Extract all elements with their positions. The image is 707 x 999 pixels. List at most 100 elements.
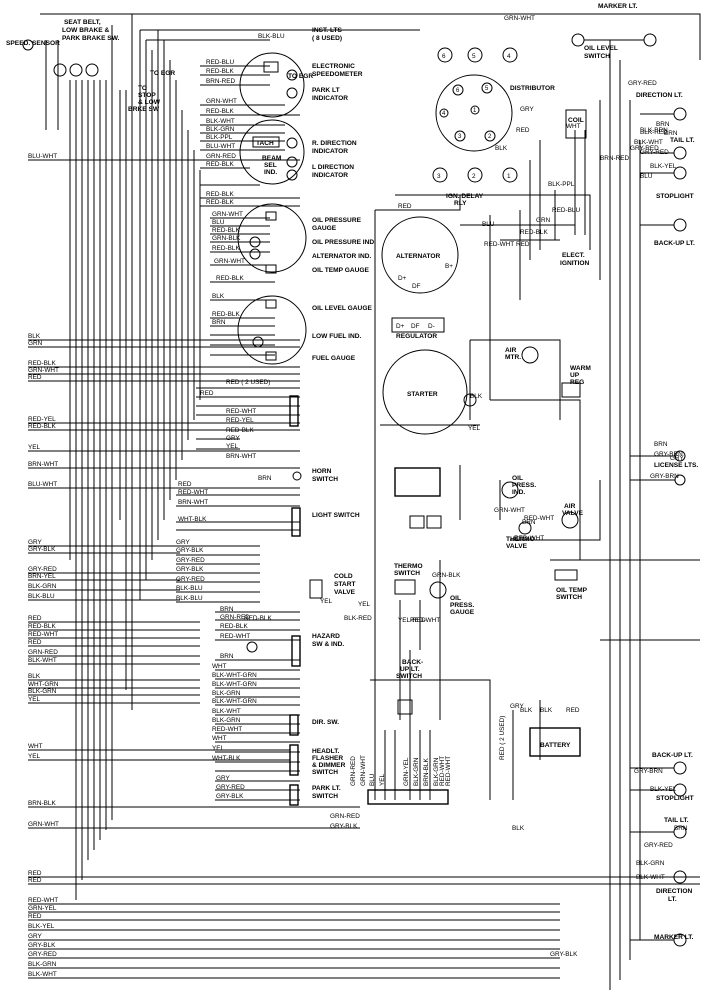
cluster-wire-label: BLK-PPL [206, 134, 233, 141]
starter-icon [382, 349, 468, 435]
relay-c2-box [426, 515, 442, 529]
right-wire-label: RED [516, 241, 530, 248]
connector-block [367, 789, 449, 805]
switch-wire-label: BLK-BLU [176, 595, 203, 602]
right-wire-label: RED-WHT [484, 241, 514, 248]
left-edge-wire-label: RED-BLK [28, 623, 56, 630]
cluster-wire-label: BLU [212, 219, 225, 226]
left-edge-wires [28, 159, 700, 979]
cluster-wire-label: BLK [212, 293, 225, 300]
back-up-lt-bottom-icon [673, 761, 687, 775]
component-labels: SPEED. SENSOR SEAT BELT,LOW BRAKE &PARK … [6, 3, 698, 941]
speedo-lamp-icon [286, 69, 298, 81]
tach-box [252, 136, 280, 148]
switch-wire-label: BLK-WHT-GRN [212, 698, 257, 705]
back-up-lt-switch-label: BACK-UP LT.SWITCH [396, 659, 423, 680]
fuse-block [394, 467, 441, 497]
headlight-switch-connector [289, 744, 299, 776]
cluster-wire-label: RED-BLK [206, 161, 234, 168]
cluster-wire-label: GRN-WHT [206, 98, 237, 105]
cluster-wire-label: RED-BLU [206, 59, 234, 66]
direction-lt-top-icon [673, 107, 687, 121]
inst-lts-label: INST. LTS( 8 USED) [312, 27, 343, 42]
coil-box [565, 109, 587, 139]
oil-pressure-bulb-icon [249, 236, 261, 248]
hazard-bulb-icon [246, 641, 258, 653]
thermo-valve-icon [518, 521, 532, 535]
wire-labels: BLU-WHT BLK GRN RED-BLK GRN-WHT RED RED-YEL RED… [28, 15, 688, 978]
regulator-box [391, 317, 445, 333]
dist-pin-2: 2 [472, 173, 476, 180]
red-2-used-battery-label: RED ( 2 USED) [499, 716, 506, 760]
left-edge-wire-label: RED-YEL [28, 416, 56, 423]
alternator-ind-label: ALTERNATOR IND. [312, 253, 372, 260]
cold-start-valve-icon [309, 579, 323, 599]
rotor-pin-4: 4 [442, 111, 446, 117]
switch-wire-label: RED-WHT [212, 726, 242, 733]
starter-solenoid-icon [463, 393, 477, 407]
connector-wire-label: GRN-WHT [360, 755, 367, 786]
oil-level-gauge-label: OIL LEVEL GAUGE [312, 305, 372, 312]
r-direction-bulb-icon [286, 137, 298, 149]
red-2-used-top-label: RED ( 2 USED) [226, 379, 270, 386]
left-edge-wire-label: GRY-RED [28, 566, 57, 573]
switch-wire-label: BLK-WHT-GRN [212, 681, 257, 688]
switch-boxes [246, 395, 302, 806]
switch-wire-label: RED [178, 481, 192, 488]
left-edge-wire-label: GRN-WHT [28, 821, 59, 828]
switch-wire-label: BRN [220, 653, 234, 660]
right-wire-label: GRY [510, 703, 524, 710]
cluster-wire-label: RED-BLK [206, 108, 234, 115]
oil-press-ind-icon [501, 481, 519, 499]
switch-wire-label: BLK [540, 707, 553, 714]
reg-term-dplus: D+ [396, 323, 405, 330]
switch-wire-label: BLK-GRN [212, 690, 241, 697]
warm-up-reg-box [561, 382, 581, 398]
seat-belt-lamp-3-icon [85, 63, 99, 77]
connector-wire-label: BRN-BLK [423, 758, 430, 786]
low-fuel-bulb-icon [252, 336, 264, 348]
tach-label: TACH [256, 140, 274, 147]
switch-wire-label: WHT-BLK [178, 516, 207, 523]
right-wire-label: BRN [664, 130, 678, 137]
right-wire-label: BLK-WHT [634, 139, 663, 146]
switch-wire-label: WHT-BLK [212, 755, 241, 762]
cluster-wire-label: RED-BLK [206, 199, 234, 206]
switch-wire-label: BLK-WHT-GRN [212, 672, 257, 679]
switch-wire-label: YEL [212, 745, 225, 752]
switch-wire-label: RED-WHT [220, 633, 250, 640]
oil-temp-terminal [265, 264, 277, 274]
cluster-gauges: TACH [237, 52, 307, 365]
left-edge-wire-label: GRN-YEL [28, 905, 57, 912]
left-edge-wire-label: YEL [28, 444, 41, 451]
oil-temp-switch-icon [554, 569, 578, 581]
marker-lt-top-icon [643, 33, 657, 47]
right-wire-label: GRN [536, 217, 551, 224]
license-lts-label: LICENSE LTS. [654, 462, 698, 469]
seat-belt-lamp-2-icon [69, 63, 83, 77]
switch-wire-label: GRY [176, 539, 190, 546]
alternator-icon [381, 216, 459, 294]
right-wire-label: BLK-YEL [650, 163, 677, 170]
dir-sw-label: DIR. SW. [312, 719, 339, 726]
switch-wire-label: GRY-BLK [176, 547, 204, 554]
cluster-wire-label: BRN-RED [206, 78, 235, 85]
left-edge-wire-label: WHT [28, 743, 43, 750]
cluster-wire-label: BLU-WHT [206, 143, 235, 150]
speedometer-terminal [263, 61, 279, 73]
right-wire-label: GRY-BRN [634, 768, 663, 775]
right-wire-label: BLU [640, 173, 653, 180]
connector-wire-label: GRN-RED [350, 756, 357, 786]
right-wire-label: BLU [482, 221, 495, 228]
reg-term-df: DF [411, 323, 420, 330]
right-wire-label: RED-WHT [524, 515, 554, 522]
right-wire-label: BLK [495, 145, 508, 152]
left-edge-wire-label: RED [28, 877, 42, 884]
oil-press-gauge-icon [429, 581, 447, 599]
